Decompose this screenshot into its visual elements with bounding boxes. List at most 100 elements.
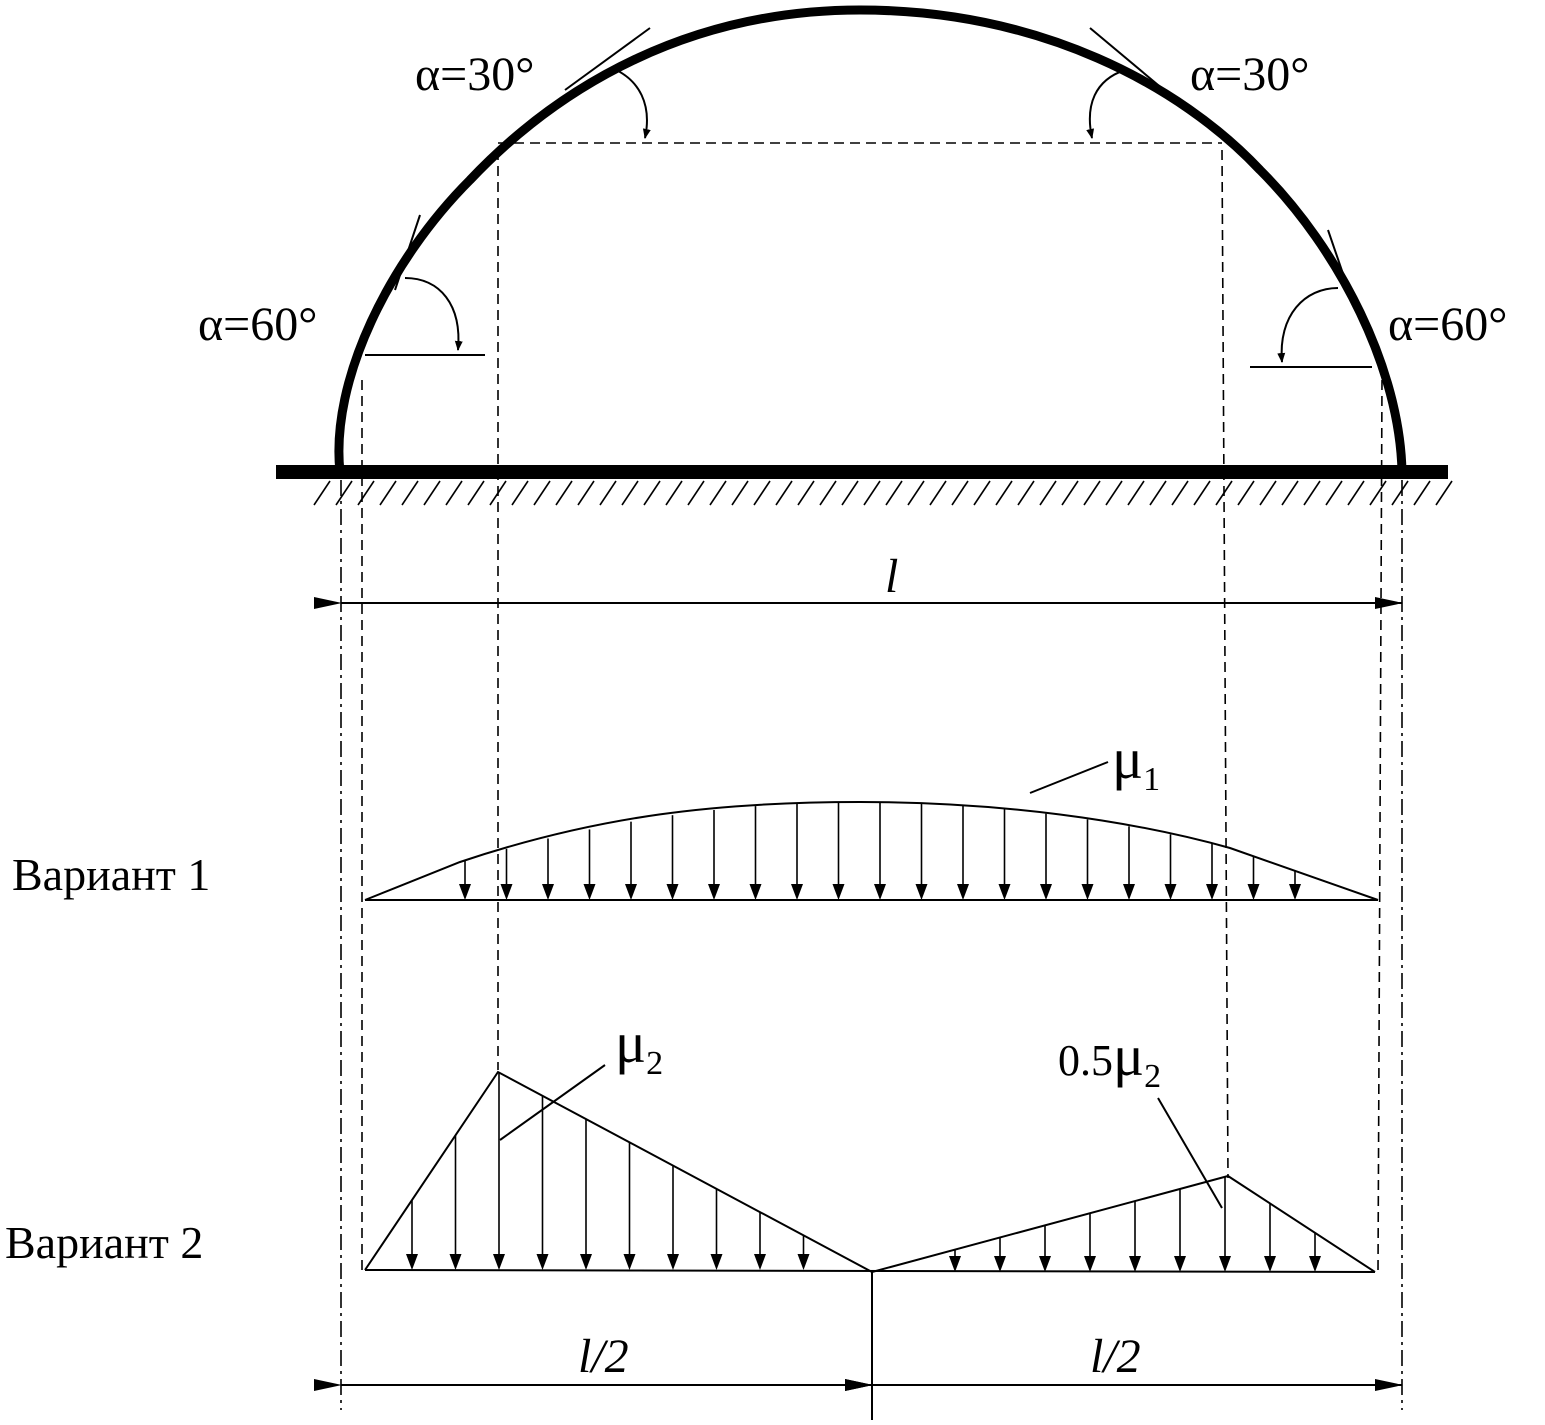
hatch-stroke (731, 480, 749, 506)
hatch-stroke (1237, 480, 1255, 506)
angle-label-left-side: α=60° (198, 298, 317, 351)
load-arrow-head (580, 1254, 592, 1270)
hatch-stroke (1391, 480, 1409, 506)
load-arrow-head (710, 1254, 723, 1270)
load-arrow-head (1174, 1256, 1186, 1272)
variant1-load-curve (364, 800, 1379, 901)
variant1-load-arrows (459, 802, 1301, 900)
dimension-label-half-left: l/2 (578, 1330, 629, 1383)
variant1-label: Вариант 1 (12, 849, 210, 900)
hatch-stroke (401, 480, 419, 506)
variant2-half-load-symbol: 0.5μ2 (1058, 1023, 1161, 1095)
variant2-load-right (871, 1174, 1376, 1273)
load-arrow-head (459, 884, 471, 900)
hatch-stroke (1039, 480, 1057, 506)
hatch-stroke (621, 480, 639, 506)
tangent-left-top (564, 27, 651, 91)
load-arrow-head (1129, 1256, 1141, 1272)
angle-arc-left-top (611, 67, 651, 139)
hatch-stroke (379, 480, 397, 506)
load-arrow-head (791, 884, 803, 900)
hatch-stroke (665, 480, 683, 506)
load-arrow-head (915, 884, 928, 900)
hatch-stroke (335, 480, 353, 506)
hatch-stroke (1259, 480, 1277, 506)
hatch-stroke (1105, 480, 1123, 506)
variant2-load-left (364, 1070, 873, 1273)
load-arrow-head (754, 1254, 766, 1270)
hatch-stroke (973, 480, 991, 506)
variant2-load-symbol: μ2 (615, 1010, 663, 1082)
load-arrow-head (1219, 1256, 1231, 1272)
hatch-stroke (1435, 480, 1453, 506)
hatch-stroke (687, 480, 705, 506)
load-arrow-head (623, 1254, 636, 1270)
hatch-stroke (1171, 480, 1189, 506)
hatch-stroke (445, 480, 463, 506)
hatch-stroke (533, 480, 551, 506)
ground-line (276, 465, 1448, 479)
hatch-stroke (885, 480, 903, 506)
hatch-stroke (467, 480, 485, 506)
angle-label-right-side: α=60° (1388, 298, 1507, 351)
load-arrow-head (583, 884, 596, 900)
hatch-stroke (511, 480, 529, 506)
hatch-stroke (1369, 480, 1387, 506)
hatch-stroke (599, 480, 617, 506)
variant2-leader-left (499, 1064, 606, 1141)
hatch-stroke (1083, 480, 1101, 506)
angle-arc-right-top (1086, 69, 1126, 139)
projection-right-side (1377, 379, 1383, 1273)
load-arrow-head (500, 884, 513, 900)
hatch-stroke (841, 480, 859, 506)
load-arrow-head (493, 1254, 505, 1270)
load-arrow-head (1039, 1256, 1051, 1272)
load-arrow-head (994, 1256, 1006, 1272)
load-arrow-head (542, 884, 554, 900)
hatch-stroke (797, 480, 815, 506)
load-arrow-head (1123, 884, 1135, 900)
tangent-left-side (394, 214, 421, 291)
hatch-stroke (313, 480, 331, 506)
load-arrow-head (1081, 884, 1094, 900)
load-arrow-head (1309, 1256, 1321, 1272)
variant1-leader (1029, 761, 1109, 794)
hatch-stroke (995, 480, 1013, 506)
projection-right-top (1221, 149, 1229, 1179)
load-arrow-head (1084, 1256, 1096, 1272)
load-arrow-head (957, 884, 969, 900)
hatch-stroke (1413, 480, 1431, 506)
hatch-stroke (1061, 480, 1079, 506)
hatch-stroke (951, 480, 969, 506)
hatch-stroke (863, 480, 881, 506)
load-arrow-head (536, 1254, 549, 1270)
load-arrow-head (749, 884, 762, 900)
load-arrow-head (832, 884, 845, 900)
hatch-stroke (753, 480, 771, 506)
hatch-stroke (577, 480, 595, 506)
load-arrow-head (666, 884, 679, 900)
load-arrow-head (1289, 884, 1301, 900)
load-arrow-head (1040, 884, 1052, 900)
load-arrow-head (406, 1254, 418, 1270)
hatch-stroke (1303, 480, 1321, 506)
hatch-stroke (1149, 480, 1167, 506)
hatch-stroke (907, 480, 925, 506)
hatch-stroke (819, 480, 837, 506)
dimension-label-span: l (885, 550, 898, 603)
hatch-stroke (1347, 480, 1365, 506)
load-arrow-head (797, 1254, 810, 1270)
ground-hatching (313, 480, 1453, 506)
angle-label-left-top: α=30° (415, 48, 534, 101)
variant2-label: Вариант 2 (5, 1217, 203, 1268)
hatch-stroke (423, 480, 441, 506)
hatch-stroke (775, 480, 793, 506)
hatch-stroke (1325, 480, 1343, 506)
hatch-stroke (555, 480, 573, 506)
load-arrow-head (998, 884, 1011, 900)
load-arrow-head (949, 1256, 961, 1272)
hatch-stroke (1281, 480, 1299, 506)
load-arrow-head (625, 884, 637, 900)
hatch-stroke (709, 480, 727, 506)
